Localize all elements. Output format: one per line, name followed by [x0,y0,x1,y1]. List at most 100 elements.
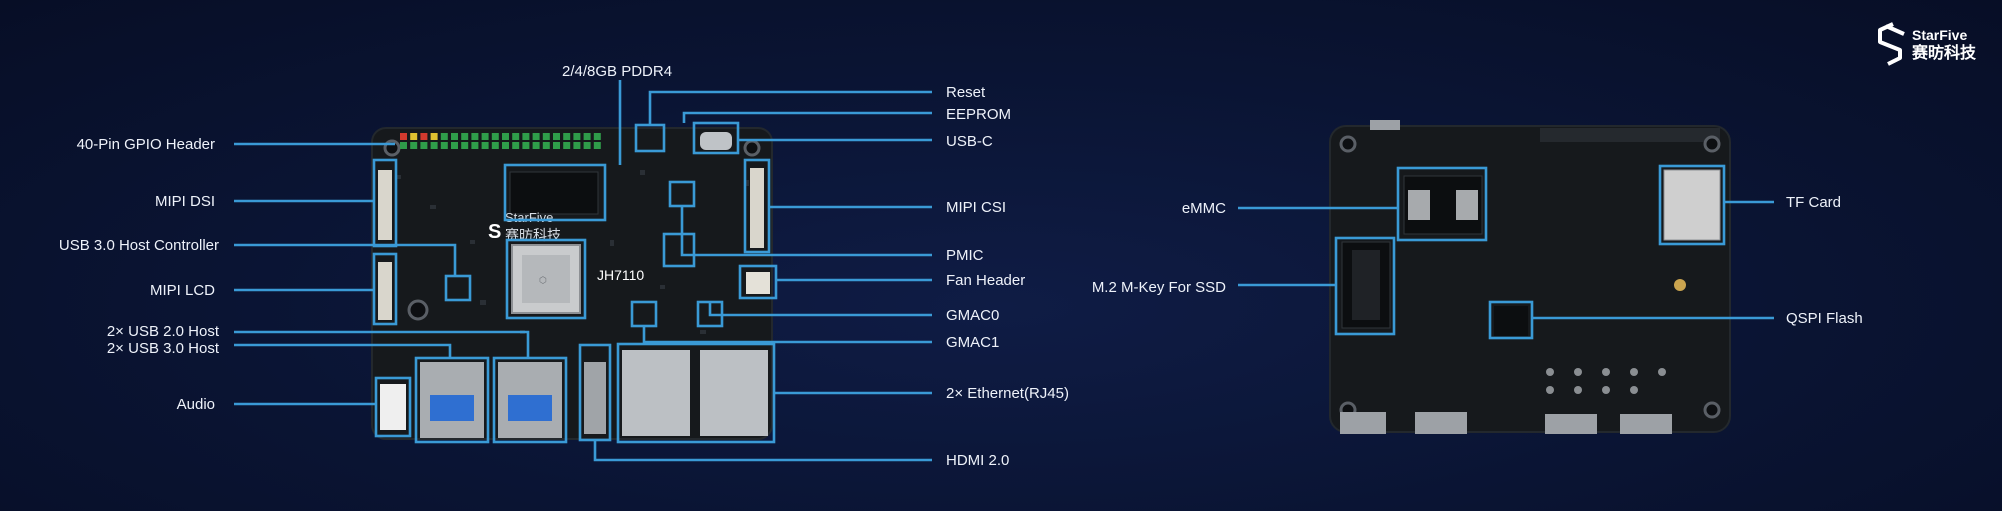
gpio-pin [471,142,479,149]
ethernet-port-1 [622,350,690,436]
gpio-pin [593,133,601,140]
gpio-pin [542,142,550,149]
ethernet-port-2 [700,350,768,436]
front-board: ⬡ StarFive 赛昉科技 S [59,63,1069,469]
gpio-pin [573,133,581,140]
label-usb2-host: 2× USB 2.0 Host [107,323,220,340]
label-m2: M.2 M-Key For SSD [1092,279,1226,296]
gpio-pin [532,142,540,149]
ddr-chip [509,171,599,215]
gpio-pin [410,133,418,140]
audio-jack [380,384,406,430]
silk-brand: StarFive [505,210,553,225]
label-reset: Reset [946,84,986,101]
back-board: eMMC M.2 M-Key For SSD TF Card QSPI Flas… [1092,120,1863,434]
gpio-pin [542,133,550,140]
gpio-pin [583,133,591,140]
silk-logo-icon: S [488,221,501,243]
gpio-pin [532,133,540,140]
back-callout-lines [1238,200,1774,320]
gpio-pin [400,142,407,149]
label-ddr: 2/4/8GB PDDR4 [562,63,672,80]
emmc-pad-left [1408,190,1430,220]
label-tf-card: TF Card [1786,194,1841,211]
soc-die [522,255,570,303]
label-gmac0: GMAC0 [946,307,999,324]
gpio-pin [451,133,458,140]
label-pmic: PMIC [946,247,984,264]
label-mipi-dsi: MIPI DSI [155,193,215,210]
front-callout-lines [234,80,932,462]
label-usb3-host-controller: USB 3.0 Host Controller [59,237,219,254]
gpio-pin [481,142,489,149]
gpio-pin [593,142,601,149]
gpio-pin [522,142,530,149]
gpio-pin [563,133,571,140]
label-eeprom: EEPROM [946,106,1011,123]
gpio-pin [400,133,407,140]
label-mipi-csi: MIPI CSI [946,199,1006,216]
starfive-logo: StarFive 赛昉科技 [1878,22,1977,66]
gpio-pin [563,142,571,149]
label-mipi-lcd: MIPI LCD [150,282,215,299]
back-bottom-connectors [1340,412,1672,434]
m2-slot-inner [1352,250,1380,320]
gpio-pin [461,133,469,140]
logo-name-en: StarFive [1912,27,1967,43]
fan-header-connector [746,272,770,294]
gpio-pin [502,142,509,149]
back-test-point [1674,279,1686,291]
mipi-dsi-connector [378,170,392,240]
mipi-csi-connector [750,168,764,248]
gpio-pin [471,133,479,140]
gpio-pin [573,142,581,149]
emmc-pad-right [1456,190,1478,220]
back-header-strip [1540,128,1720,142]
usb-port-right-tongue [508,395,552,421]
usb-c-connector [700,132,732,150]
gpio-pin [451,142,458,149]
label-emmc: eMMC [1182,200,1226,217]
gpio-pin [440,142,448,149]
back-pads [1546,368,1666,394]
gpio-pin [491,133,499,140]
label-usb3-host: 2× USB 3.0 Host [107,340,220,357]
gpio-pin [512,142,520,149]
starfive-s-logo-icon [1878,22,1905,66]
back-mounting-holes [1339,135,1721,419]
label-hdmi: HDMI 2.0 [946,452,1009,469]
gpio-pin [430,142,438,149]
usb-port-left-tongue [430,395,474,421]
qspi-chip [1494,306,1528,336]
label-qspi: QSPI Flash [1786,310,1863,327]
gpio-header-pins [400,133,601,149]
soc-label: JH7110 [597,267,644,283]
gpio-pin [553,142,560,149]
label-40pin-gpio: 40-Pin GPIO Header [77,136,215,153]
hdmi-port [584,362,606,434]
label-usb-c: USB-C [946,133,993,150]
front-labels-right: Reset EEPROM USB-C MIPI CSI PMIC Fan Hea… [946,84,1069,469]
gpio-pin [522,133,530,140]
gpio-pin [440,133,448,140]
soc-mark: ⬡ [539,275,547,285]
gpio-pin [502,133,509,140]
gpio-pin [583,142,591,149]
label-ethernet: 2× Ethernet(RJ45) [946,385,1069,402]
label-audio: Audio [177,396,215,413]
gpio-pin [410,142,418,149]
gpio-pin [512,133,520,140]
gpio-pin [420,142,428,149]
front-highlight-boxes [372,121,778,444]
gpio-pin [553,133,560,140]
front-labels-left: 40-Pin GPIO Header MIPI DSI USB 3.0 Host… [59,136,220,413]
gpio-pin [491,142,499,149]
label-gmac1: GMAC1 [946,334,999,351]
gpio-pin [430,133,438,140]
back-usbc [1370,120,1400,130]
logo-name-cn: 赛昉科技 [1911,43,1977,62]
label-fan-header: Fan Header [946,272,1025,289]
gpio-pin [420,133,428,140]
gpio-pin [481,133,489,140]
